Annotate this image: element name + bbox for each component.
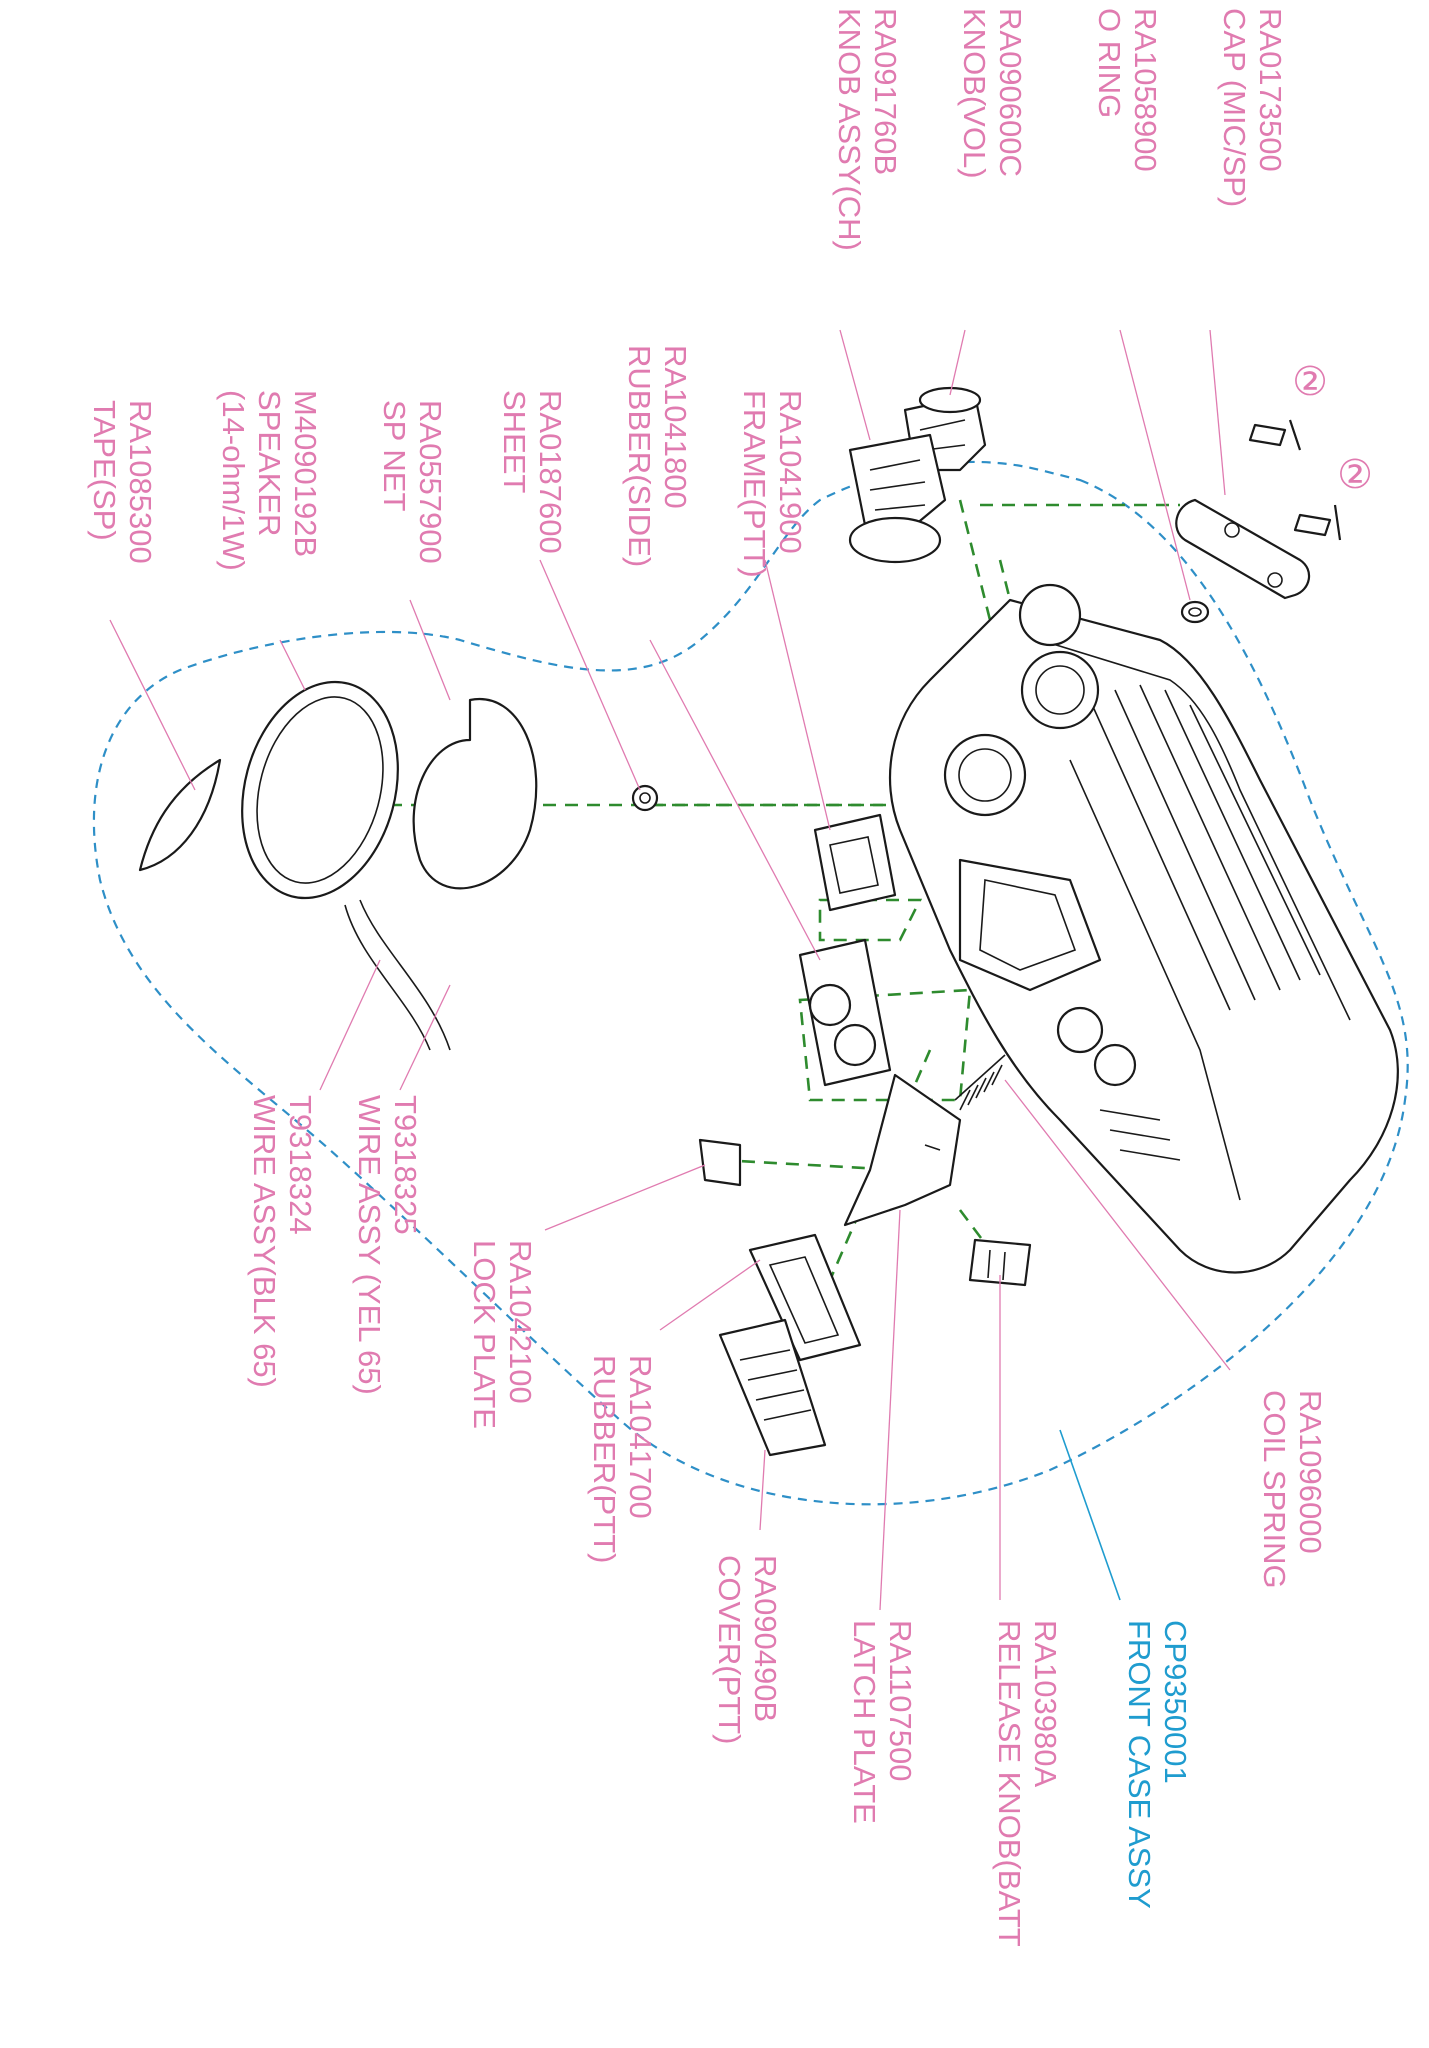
screw-1 <box>1248 419 1302 451</box>
leader-lines <box>109 329 1231 1611</box>
front-case-body <box>888 583 1399 1274</box>
sheet-part <box>631 784 659 812</box>
label-latch-plate: RA1107500LATCH PLATE <box>847 1620 918 1824</box>
label-tape-sp: RA1085300TAPE(SP) <box>87 400 158 564</box>
lock-plate-part <box>698 1138 742 1187</box>
screw-qty-callout-1: ② <box>1292 359 1328 405</box>
release-knob-part <box>968 1238 1032 1287</box>
label-rubber-ptt: RA1041700RUBBER(PTT) <box>587 1355 658 1563</box>
label-front-case: CP9350001FRONT CASE ASSY <box>1122 1620 1193 1909</box>
assembly-leader <box>1059 1429 1121 1601</box>
rubber-side-part <box>798 938 892 1087</box>
screw-qty-callout-2: ② <box>1337 452 1373 498</box>
label-wire-yel: T9318325WIRE ASSY (YEL 65) <box>352 1095 423 1395</box>
sp-net-part <box>412 697 538 890</box>
coil-spring-part <box>954 1054 1006 1111</box>
label-lock-plate: RA1042100LOCK PLATE <box>467 1240 538 1429</box>
label-knob-ch: RA091760BKNOB ASSY(CH) <box>832 8 903 251</box>
tape-sp-part <box>138 758 222 872</box>
cover-ptt-part <box>718 1318 827 1457</box>
part-labels: RA0173500CAP (MIC/SP) RA1058900O RING RA… <box>87 8 1328 1947</box>
speaker-part <box>241 680 451 1051</box>
front-case-assembly-boundary <box>92 460 1409 1506</box>
cap-part <box>1175 498 1311 600</box>
frame-ptt-part <box>813 813 897 912</box>
label-sheet: RA0187600SHEET <box>497 390 568 554</box>
label-cover-ptt: RA090490BCOVER(PTT) <box>712 1555 783 1744</box>
screw-2 <box>1293 504 1342 541</box>
latch-plate-part <box>843 1073 962 1227</box>
label-coil-spring: RA1096000COIL SPRING <box>1257 1390 1328 1589</box>
label-sp-net: RA0557900SP NET <box>377 400 448 564</box>
label-speaker: M4090192BSPEAKER(14-ohm/1W) <box>216 390 323 571</box>
knob-ch-part <box>848 433 947 564</box>
label-wire-blk: T9318324WIRE ASSY(BLK 65) <box>247 1095 318 1388</box>
label-frame-ptt: RA1041900FRAME(PTT) <box>737 390 808 578</box>
label-knob-vol: RA090600CKNOB(VOL) <box>957 8 1028 179</box>
label-cap: RA0173500CAP (MIC/SP) <box>1217 8 1288 207</box>
label-rubber-side: RA1041800RUBBER(SIDE) <box>622 345 693 567</box>
o-ring-part <box>1180 600 1210 624</box>
label-release-knob: RA103980ARELEASE KNOB(BATT <box>992 1620 1063 1947</box>
label-o-ring: RA1058900O RING <box>1092 8 1163 172</box>
